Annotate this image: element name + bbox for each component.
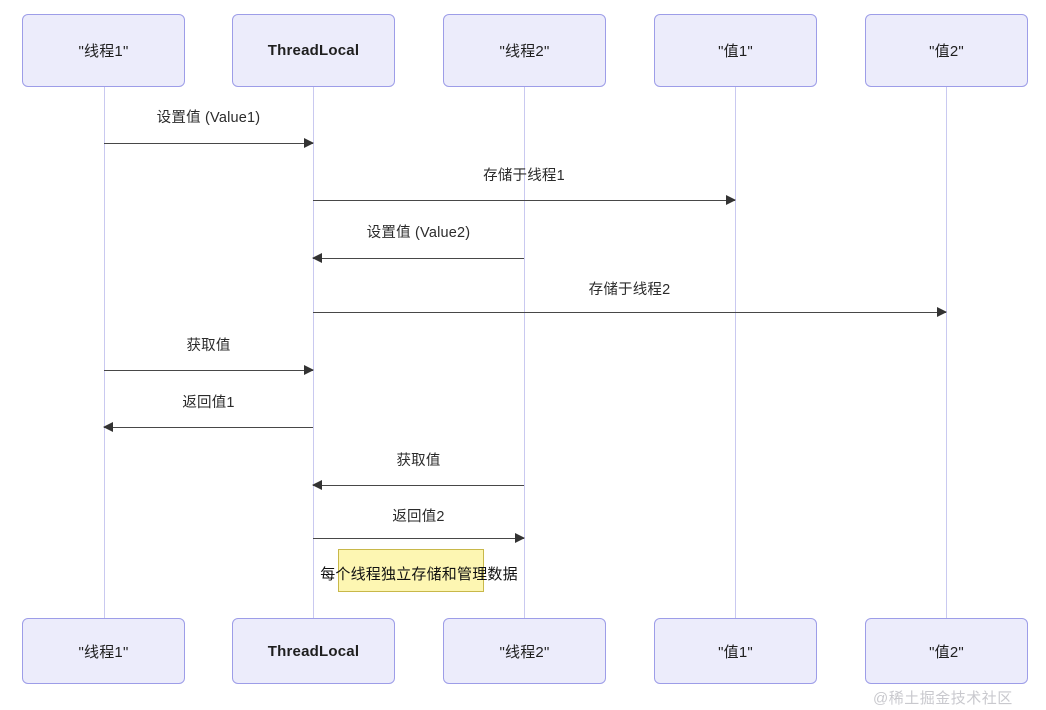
message-label-m6: 返回值1 — [182, 395, 235, 411]
arrow-head-icon — [103, 422, 113, 432]
message-label-m2: 存储于线程1 — [483, 168, 565, 184]
participant-label: "值2" — [929, 43, 964, 60]
participant-value2-bottom[interactable]: "值2" — [865, 618, 1028, 684]
participant-value2-top[interactable]: "值2" — [865, 14, 1028, 87]
note-box — [338, 549, 484, 592]
watermark-label: @稀土掘金技术社区 — [873, 690, 1013, 707]
lifeline-value2 — [946, 87, 947, 618]
lifeline-threadlocal — [313, 87, 314, 618]
message-label-m8: 返回值2 — [392, 509, 445, 525]
participant-label: "线程2" — [499, 643, 550, 661]
participant-label: "值1" — [718, 643, 753, 661]
participant-label: ThreadLocal — [267, 642, 360, 660]
participant-label: ThreadLocal — [267, 42, 360, 59]
arrow-line — [313, 485, 524, 486]
lifeline-thread2 — [524, 87, 525, 618]
participant-threadlocal-top[interactable]: ThreadLocal — [232, 14, 395, 87]
arrow-line — [104, 427, 313, 428]
message-label-m4: 存储于线程2 — [588, 282, 671, 298]
arrow-line — [313, 538, 524, 539]
arrow-line — [313, 312, 946, 313]
arrow-line — [313, 200, 735, 201]
arrow-head-icon — [312, 253, 322, 263]
participant-value1-top[interactable]: "值1" — [654, 14, 817, 87]
arrow-head-icon — [515, 533, 525, 543]
arrow-head-icon — [312, 480, 322, 490]
participant-thread2-top[interactable]: "线程2" — [443, 14, 606, 87]
participant-thread2-bottom[interactable]: "线程2" — [443, 618, 606, 684]
lifeline-value1 — [735, 87, 736, 618]
participant-thread1-top[interactable]: "线程1" — [22, 14, 185, 87]
message-label-m1: 设置值 (Value1) — [156, 110, 261, 126]
participant-label: "值1" — [718, 43, 753, 60]
participant-label: "值2" — [929, 643, 964, 661]
participant-threadlocal-bottom[interactable]: ThreadLocal — [232, 618, 395, 684]
message-label-m5: 获取值 — [186, 338, 231, 354]
note-text: 每个线程独立存储和管理数据 — [320, 566, 518, 583]
arrow-head-icon — [726, 195, 736, 205]
arrow-head-icon — [304, 365, 314, 375]
arrow-line — [104, 143, 313, 144]
message-label-m7: 获取值 — [396, 453, 441, 469]
lifeline-thread1 — [104, 87, 105, 618]
message-label-m3: 设置值 (Value2) — [366, 225, 471, 241]
arrow-line — [313, 258, 524, 259]
participant-label: "线程1" — [78, 43, 129, 60]
arrow-line — [104, 370, 313, 371]
participant-value1-bottom[interactable]: "值1" — [654, 618, 817, 684]
arrow-head-icon — [304, 138, 314, 148]
participant-label: "线程1" — [78, 643, 129, 661]
participant-thread1-bottom[interactable]: "线程1" — [22, 618, 185, 684]
participant-label: "线程2" — [499, 43, 550, 60]
arrow-head-icon — [937, 307, 947, 317]
